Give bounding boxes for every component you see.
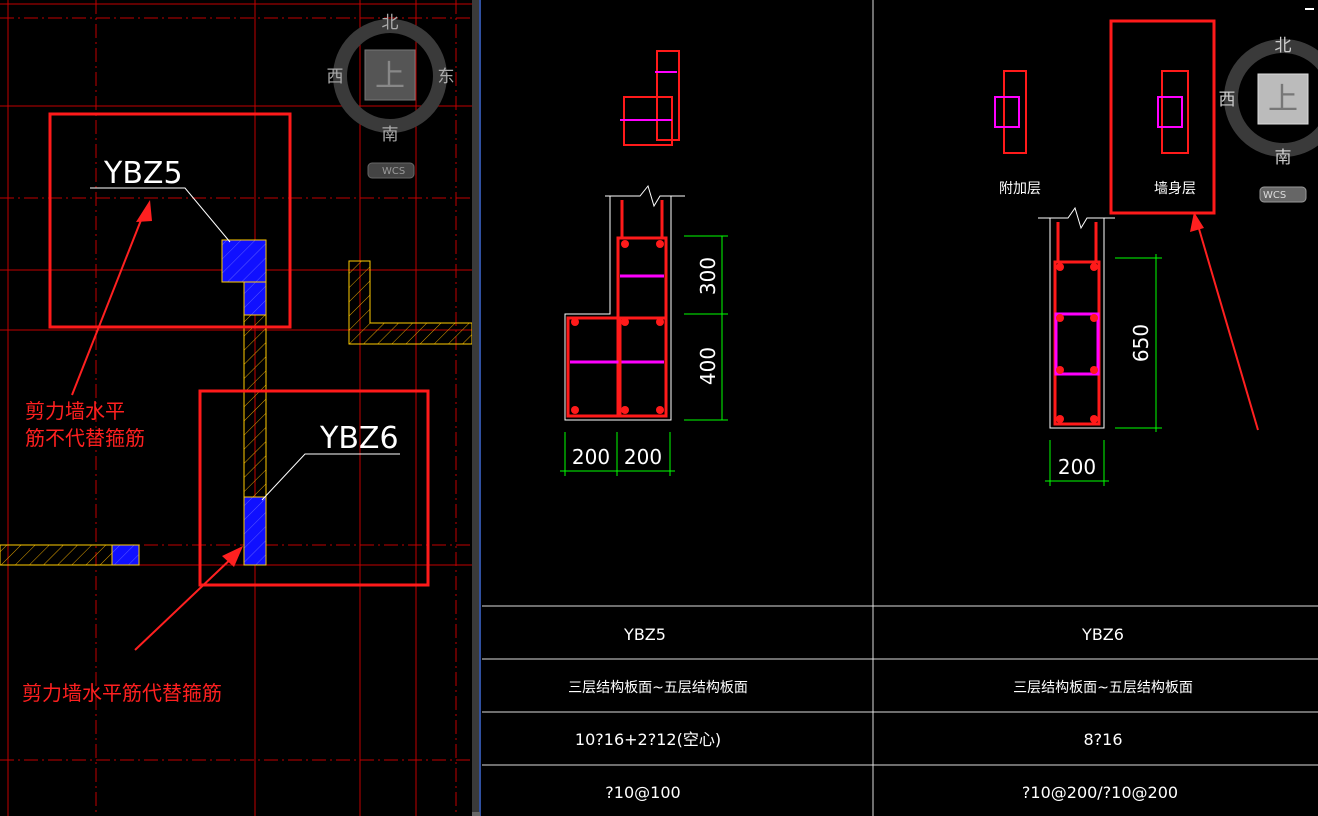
annotation-arrows bbox=[71, 200, 243, 651]
ybz5-leader bbox=[90, 187, 231, 243]
table-cell-r1c0: 三层结构板面~五层结构板面 bbox=[568, 680, 748, 696]
ybz5-highlight-box bbox=[48, 112, 292, 329]
ybz6-highlight-box bbox=[198, 389, 430, 587]
dim-650: 650 bbox=[1129, 324, 1153, 362]
right-wcs-button[interactable]: WCS bbox=[1263, 190, 1286, 201]
right-viewport[interactable]: 300 400 200 200 附加层 墙身层 bbox=[482, 0, 1318, 816]
wall-layer-highlight-box bbox=[1109, 19, 1216, 215]
legend-extra-layer: 附加层 bbox=[999, 181, 1041, 197]
ybz5-layer-icon bbox=[620, 50, 680, 146]
dim-200-right: 200 bbox=[624, 445, 662, 469]
table-cell-r2c0: 10?16+2?12(空心) bbox=[575, 730, 721, 749]
minimize-icon[interactable] bbox=[1305, 8, 1314, 10]
wcs-button[interactable]: WCS bbox=[382, 166, 405, 177]
compass-south[interactable]: 南 bbox=[382, 125, 399, 145]
annotation-no-replace-line1: 剪力墙水平 bbox=[25, 399, 125, 423]
ybz5-section: 300 400 200 200 bbox=[560, 184, 728, 476]
compass-north[interactable]: 北 bbox=[382, 13, 399, 33]
ybz6-leader bbox=[261, 453, 400, 501]
annotation-replace: 剪力墙水平筋代替箍筋 bbox=[22, 681, 222, 705]
table-cell-r3c1: ?10@200/?10@200 bbox=[1022, 783, 1178, 802]
wall-plan bbox=[0, 239, 473, 566]
dim-200-left: 200 bbox=[572, 445, 610, 469]
right-compass-south[interactable]: 南 bbox=[1275, 148, 1292, 168]
right-compass-top-label: 上 bbox=[1268, 82, 1298, 117]
table-cell-r0c1: YBZ6 bbox=[1081, 625, 1124, 644]
right-compass-west[interactable]: 西 bbox=[1219, 90, 1236, 110]
dim-200-ybz6: 200 bbox=[1058, 455, 1096, 479]
compass-east[interactable]: 东 bbox=[438, 67, 455, 87]
table-cell-r1c1: 三层结构板面~五层结构板面 bbox=[1013, 680, 1193, 696]
ybz6-label: YBZ6 bbox=[319, 421, 399, 456]
dim-300: 300 bbox=[696, 257, 720, 295]
right-view-cube-compass[interactable]: 上 北 南 西 WCS bbox=[1219, 8, 1318, 203]
right-annotation-arrow bbox=[1190, 212, 1259, 431]
table-cell-r0c0: YBZ5 bbox=[623, 625, 666, 644]
left-viewport[interactable]: 上 北 南 西 东 WCS YBZ5 YBZ6 bbox=[0, 0, 473, 816]
annotation-no-replace-line2: 筋不代替箍筋 bbox=[25, 426, 145, 450]
table-cell-r2c1: 8?16 bbox=[1083, 730, 1122, 749]
ybz6-layer-icons: 附加层 墙身层 bbox=[994, 19, 1216, 215]
ybz5-label: YBZ5 bbox=[103, 156, 183, 191]
compass-west[interactable]: 西 bbox=[327, 67, 344, 87]
rebar-table: YBZ5 YBZ6 三层结构板面~五层结构板面 三层结构板面~五层结构板面 10… bbox=[568, 625, 1193, 802]
right-compass-north[interactable]: 北 bbox=[1275, 36, 1292, 56]
ybz6-section: 650 200 bbox=[1038, 206, 1162, 486]
dim-400: 400 bbox=[696, 347, 720, 385]
view-cube-compass[interactable]: 上 北 南 西 东 WCS bbox=[327, 13, 455, 179]
compass-top-label: 上 bbox=[375, 59, 405, 94]
table-cell-r3c0: ?10@100 bbox=[605, 783, 680, 802]
viewport-splitter[interactable] bbox=[472, 0, 480, 816]
legend-wall-layer: 墙身层 bbox=[1154, 181, 1196, 197]
